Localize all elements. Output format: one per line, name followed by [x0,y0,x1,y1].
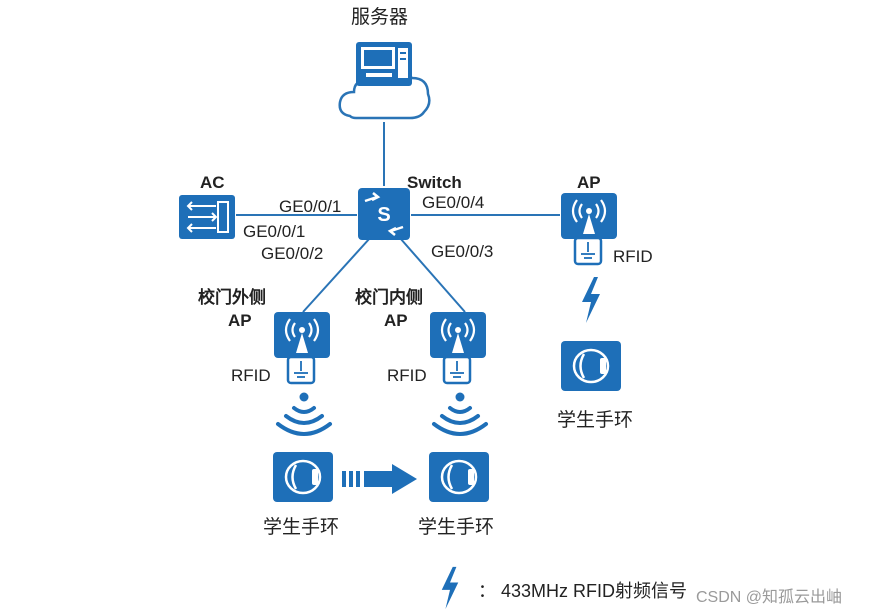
port-label-switch-ac: GE0/0/1 [279,197,342,216]
inner-ap-rfid: RFID [387,366,427,385]
wristband-inner-label: 学生手环 [418,517,495,538]
outer-ap-label: AP [228,311,252,330]
watermark: CSDN @知孤云出岫 [696,589,843,606]
outer-ap-rfid: RFID [231,366,271,385]
legend-text: ： 433MHz RFID射频信号 [478,581,688,601]
ap-right-rfid: RFID [613,247,653,266]
switch-letter: S [377,204,390,226]
port-label-ap: GE0/0/4 [422,193,485,212]
server-cloud-icon [336,38,434,131]
wristband-icon [560,340,622,397]
legend-lightning-icon [437,566,463,615]
inner-ap-label: AP [384,311,408,330]
wireless-ap-icon [429,311,489,392]
wristband-outer-label: 学生手环 [263,517,340,538]
outer-ap-title: 校门外侧 [198,288,266,307]
switch-icon: S [357,187,411,246]
access-controller-icon [178,194,236,245]
switch-inner-ap-link [399,237,466,313]
lightning-icon [578,276,604,329]
ac-label: AC [200,173,225,192]
wireless-ap-icon [273,311,333,392]
ap-right-label: AP [577,173,601,192]
wristband-right-label: 学生手环 [557,410,634,431]
wireless-ap-icon [560,192,620,273]
signal-waves-icon [428,390,492,443]
movement-arrow-icon [342,463,418,500]
server-label: 服务器 [351,7,409,28]
inner-ap-title: 校门内侧 [355,288,423,307]
switch-label: Switch [407,173,462,192]
port-label-outer-ap: GE0/0/2 [261,244,324,263]
port-label-ac: GE0/0/1 [243,222,306,241]
wristband-icon [272,451,334,508]
signal-waves-icon [272,390,336,443]
port-label-inner-ap: GE0/0/3 [431,242,494,261]
switch-outer-ap-link [302,237,371,313]
wristband-icon [428,451,490,508]
